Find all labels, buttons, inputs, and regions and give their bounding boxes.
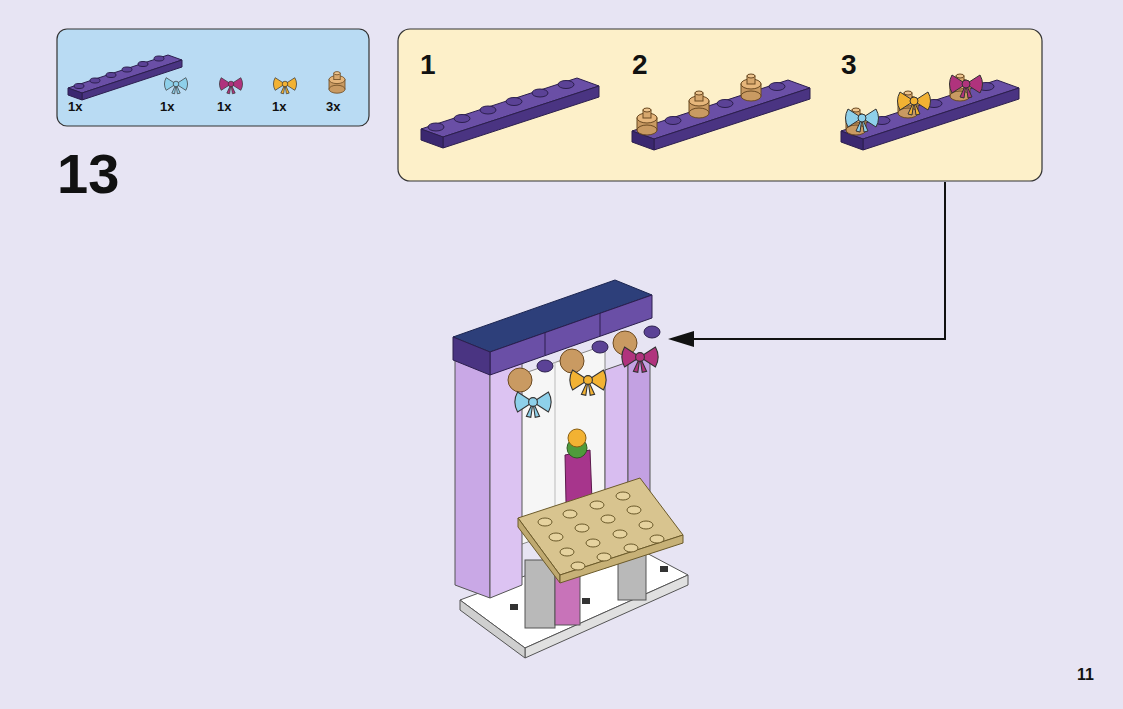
substep-panel: 1 2 3	[398, 29, 1042, 181]
parts-box: 1x 1x 1x 1x 3x	[57, 29, 369, 126]
quantity-label: 3x	[326, 100, 340, 113]
quantity-label: 1x	[217, 100, 231, 113]
substep-number: 1	[420, 51, 436, 79]
step-number: 13	[57, 146, 119, 202]
quantity-label: 1x	[68, 100, 82, 113]
page-number: 11	[1077, 667, 1094, 683]
substep-number: 3	[841, 51, 857, 79]
quantity-label: 1x	[160, 100, 174, 113]
quantity-label: 1x	[272, 100, 286, 113]
substep-number: 2	[632, 51, 648, 79]
